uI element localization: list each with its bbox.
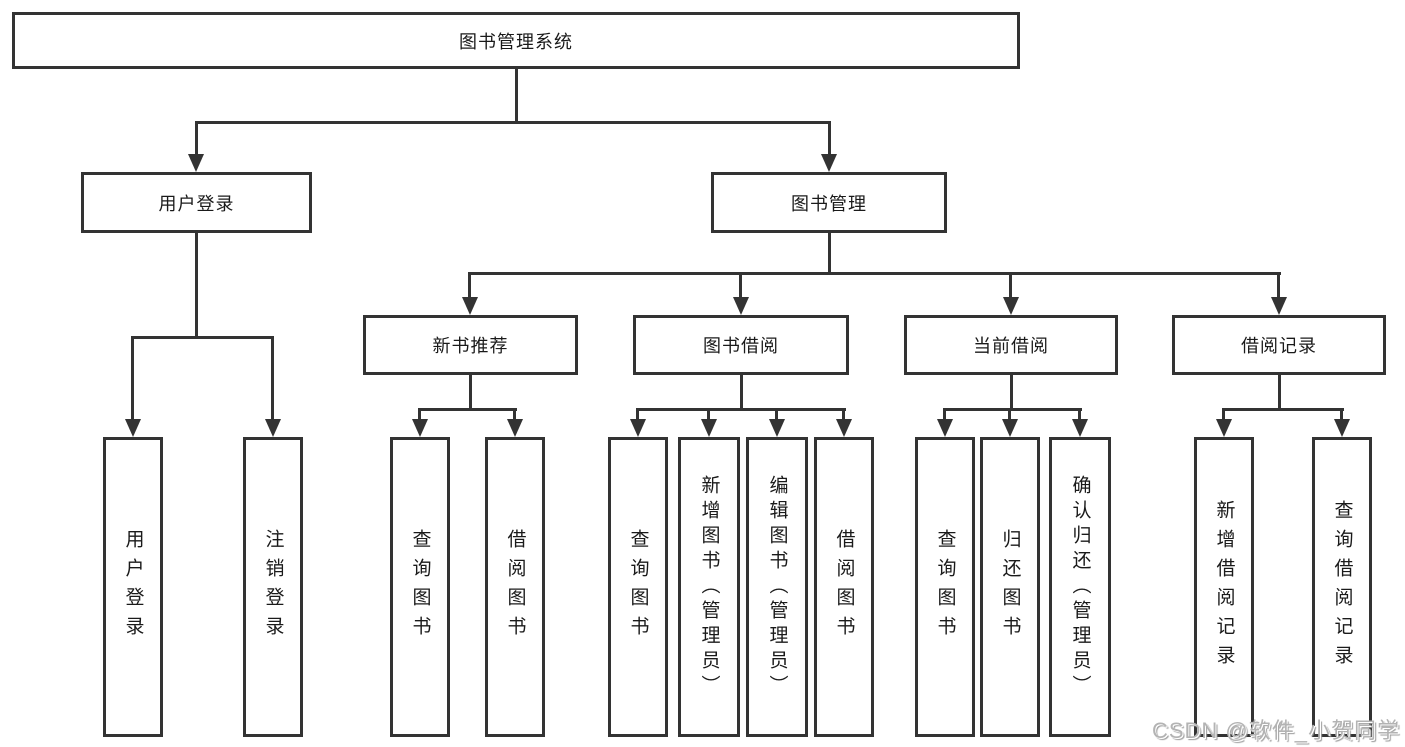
node-root-label: 图书管理系统 — [459, 31, 573, 52]
csdn-watermark: CSDN @软件_小贺同学 — [1151, 718, 1400, 743]
leaf-record-add-label: 新增借阅记录 — [1213, 500, 1235, 674]
arrowhead-currentborrow — [1003, 297, 1019, 315]
leaf-logout-label: 注销登录 — [262, 529, 284, 645]
leaf-newbook-borrow: 借阅图书 — [485, 437, 545, 737]
arrowhead-borrowrecord — [1271, 297, 1287, 315]
leaf-current-return-label: 归还图书 — [999, 529, 1021, 645]
node-user-login-label: 用户登录 — [158, 193, 235, 214]
arrowhead-bbborrow — [836, 419, 852, 437]
connector-bbedit-stem — [775, 408, 778, 423]
connector-root-stem — [515, 69, 518, 123]
connector-borrowrecord-bar — [1222, 408, 1344, 411]
connector-brquery-stem — [1340, 408, 1343, 423]
leaf-current-query: 查询图书 — [915, 437, 975, 737]
connector-bookmgmt-bar — [469, 272, 1281, 275]
leaf-borrow-add-admin-label: 新增图书（管理员） — [698, 474, 720, 700]
arrowhead-login-leaf — [125, 419, 141, 437]
leaf-borrow-borrow: 借阅图书 — [814, 437, 874, 737]
arrowhead-newbook — [462, 297, 478, 315]
arrowhead-nbquery — [412, 419, 428, 437]
connector-userlogin-bar — [131, 336, 274, 339]
connector-cbquery-stem — [943, 408, 946, 423]
leaf-newbook-borrow-label: 借阅图书 — [504, 529, 526, 645]
connector-userlogin-down — [195, 233, 198, 338]
connector-borrowrecord-down — [1278, 375, 1281, 410]
node-book-borrow: 图书借阅 — [633, 315, 849, 375]
arrowhead-userlogin — [188, 154, 204, 172]
node-book-mgmt: 图书管理 — [711, 172, 947, 233]
arrowhead-bradd — [1216, 419, 1232, 437]
connector-currentborrow-stem — [1009, 272, 1012, 299]
connector-bbborrow-stem — [842, 408, 845, 423]
arrowhead-bbadd — [701, 419, 717, 437]
connector-cbreturn-stem — [1008, 408, 1011, 423]
leaf-current-return: 归还图书 — [980, 437, 1040, 737]
connector-bbquery-stem — [636, 408, 639, 423]
leaf-newbook-query-label: 查询图书 — [409, 529, 431, 645]
arrowhead-cbquery — [937, 419, 953, 437]
node-user-login: 用户登录 — [81, 172, 312, 233]
node-book-mgmt-label: 图书管理 — [791, 193, 867, 214]
connector-bbadd-stem — [707, 408, 710, 423]
connector-newbook-down — [469, 375, 472, 410]
connector-nbborrow-stem — [513, 408, 516, 423]
arrowhead-cbconfirm — [1072, 419, 1088, 437]
connector-logout-leaf-stem — [271, 336, 274, 421]
connector-bookmgmt-stem — [828, 121, 831, 157]
arrowhead-bookmgmt — [821, 154, 837, 172]
connector-bookborrow-down — [740, 375, 743, 410]
connector-currentborrow-down — [1010, 375, 1013, 410]
leaf-user-login-label: 用户登录 — [122, 529, 144, 645]
leaf-current-confirm-admin: 确认归还（管理员） — [1049, 437, 1111, 737]
leaf-current-query-label: 查询图书 — [934, 529, 956, 645]
connector-bookborrow-bar — [636, 408, 846, 411]
leaf-record-query-label: 查询借阅记录 — [1331, 500, 1353, 674]
connector-borrowrecord-stem — [1277, 272, 1280, 299]
leaf-logout: 注销登录 — [243, 437, 303, 737]
connector-cbconfirm-stem — [1078, 408, 1081, 423]
leaf-borrow-borrow-label: 借阅图书 — [833, 529, 855, 645]
node-current-borrow-label: 当前借阅 — [973, 336, 1049, 356]
leaf-borrow-query-label: 查询图书 — [627, 529, 649, 645]
connector-newbook-bar — [418, 408, 517, 411]
arrowhead-brquery — [1334, 419, 1350, 437]
node-current-borrow: 当前借阅 — [904, 315, 1118, 375]
connector-currentborrow-bar — [943, 408, 1082, 411]
node-book-borrow-label: 图书借阅 — [703, 336, 779, 356]
arrowhead-nbborrow — [507, 419, 523, 437]
node-borrow-record: 借阅记录 — [1172, 315, 1386, 375]
arrowhead-logout-leaf — [265, 419, 281, 437]
arrowhead-bbquery — [630, 419, 646, 437]
connector-bookborrow-stem — [739, 272, 742, 299]
connector-nbquery-stem — [418, 408, 421, 423]
leaf-record-query: 查询借阅记录 — [1312, 437, 1372, 737]
connector-bookmgmt-down — [828, 233, 831, 274]
node-root: 图书管理系统 — [12, 12, 1020, 69]
leaf-newbook-query: 查询图书 — [390, 437, 450, 737]
node-new-book: 新书推荐 — [363, 315, 578, 375]
arrowhead-bbedit — [769, 419, 785, 437]
leaf-current-confirm-admin-label: 确认归还（管理员） — [1069, 474, 1091, 700]
connector-userlogin-stem — [195, 121, 198, 157]
arrowhead-cbreturn — [1002, 419, 1018, 437]
leaf-borrow-add-admin: 新增图书（管理员） — [678, 437, 740, 737]
leaf-borrow-edit-admin-label: 编辑图书（管理员） — [766, 474, 788, 700]
connector-bradd-stem — [1222, 408, 1225, 423]
node-new-book-label: 新书推荐 — [432, 336, 509, 356]
arrowhead-bookborrow — [733, 297, 749, 315]
leaf-user-login: 用户登录 — [103, 437, 163, 737]
connector-newbook-stem — [468, 272, 471, 299]
leaf-record-add: 新增借阅记录 — [1194, 437, 1254, 737]
leaf-borrow-edit-admin: 编辑图书（管理员） — [746, 437, 808, 737]
leaf-borrow-query: 查询图书 — [608, 437, 668, 737]
node-borrow-record-label: 借阅记录 — [1241, 336, 1317, 356]
connector-root-bar — [195, 121, 831, 124]
connector-login-leaf-stem — [131, 336, 134, 421]
